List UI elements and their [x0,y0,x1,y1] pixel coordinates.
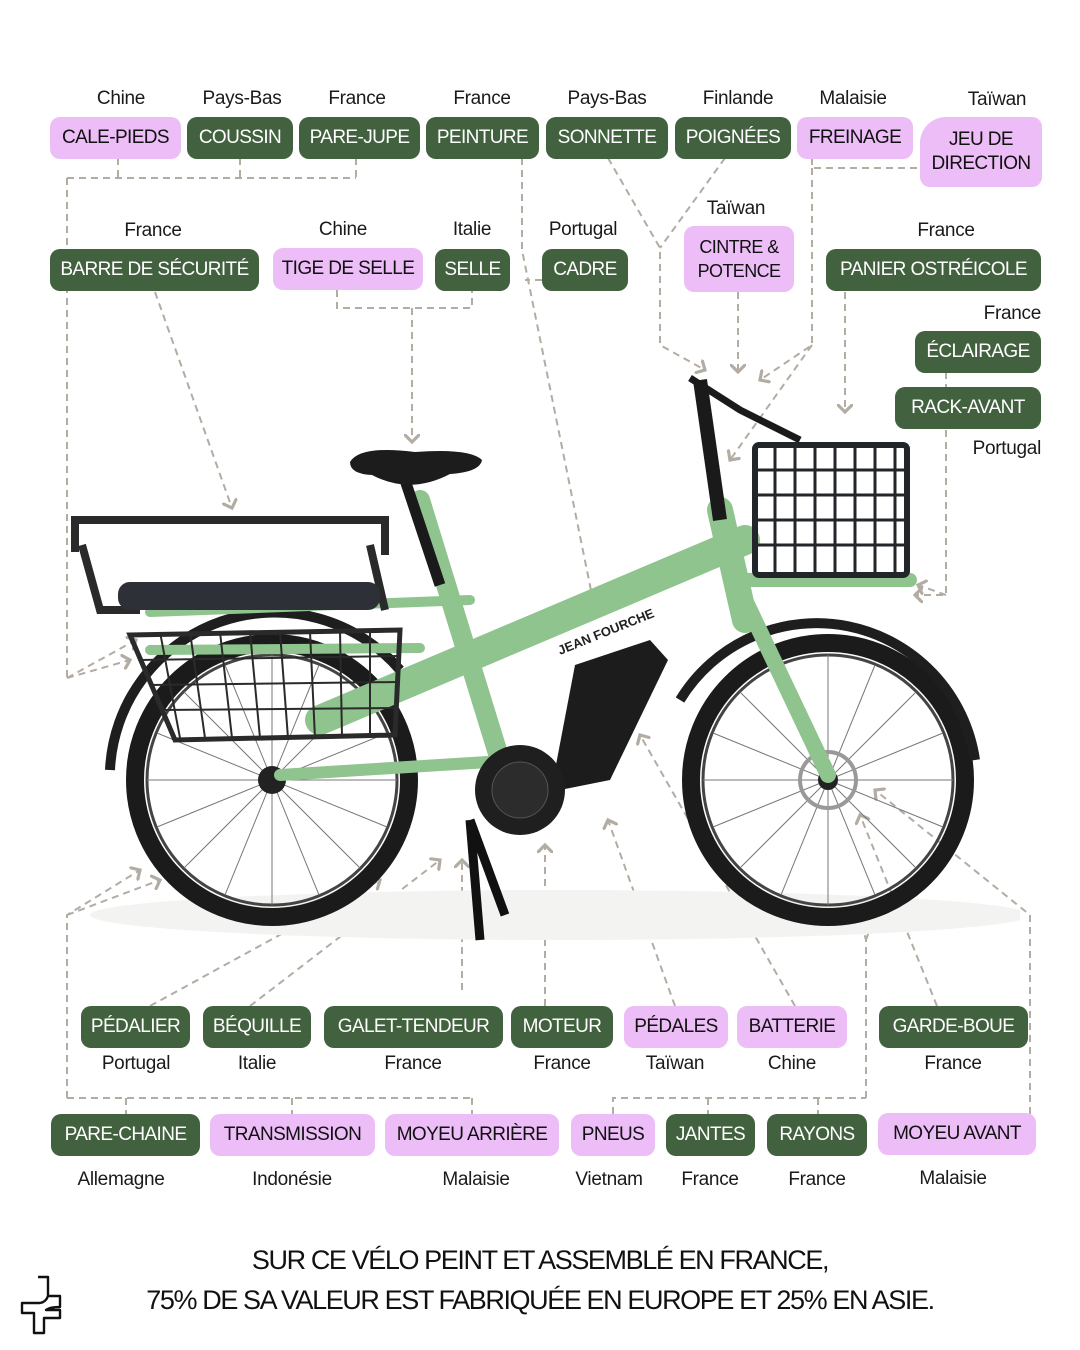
part-chip-pneus: PNEUS [571,1114,655,1156]
country-label: Malaisie [819,88,887,109]
country-label: France [917,220,975,241]
country-label: France [384,1053,442,1074]
country-label: Taïwan [706,198,766,219]
country-label: Indonésie [252,1169,332,1190]
part-chip-pare-jupe: PARE-JUPE [299,117,420,159]
part-chip-sonnette: SONNETTE [546,117,668,159]
country-label: Taïwan [645,1053,705,1074]
part-chip-panier-ostreicole: PANIER OSTRÉICOLE [826,249,1041,291]
part-chip-jeu-de-direction: JEU DE DIRECTION [920,117,1042,187]
part-chip-batterie: BATTERIE [737,1006,847,1048]
country-label: Italie [237,1053,277,1074]
part-chip-galet-tendeur: GALET-TENDEUR [324,1006,503,1048]
country-label: Chine [767,1053,817,1074]
country-label: Malaisie [442,1169,510,1190]
part-chip-selle: SELLE [435,249,510,291]
part-chip-tige-de-selle: TIGE DE SELLE [273,248,423,290]
country-label: France [124,220,182,241]
part-chip-coussin: COUSSIN [187,117,293,159]
part-chip-moyeu-avant: MOYEU AVANT [878,1113,1036,1155]
country-label: Malaisie [919,1168,987,1189]
country-label: Allemagne [77,1169,165,1190]
country-label: Chine [318,219,368,240]
caption-line-1: SUR CE VÉLO PEINT ET ASSEMBLÉ EN FRANCE, [251,1245,830,1275]
part-chip-eclairage: ÉCLAIRAGE [915,331,1041,373]
country-label: Pays-Bas [567,88,647,109]
part-chip-rack-avant: RACK-AVANT [895,387,1041,429]
country-label: Finlande [702,88,774,109]
part-chip-pare-chaine: PARE-CHAINE [51,1114,200,1156]
part-chip-cintre-potence: CINTRE & POTENCE [684,226,794,292]
country-label: Portugal [101,1053,171,1074]
part-chip-barre-de-securite: BARRE DE SÉCURITÉ [50,249,259,291]
part-chip-garde-boue: GARDE-BOUE [879,1006,1028,1048]
country-label: Portugal [548,219,618,240]
cross-logo-icon [20,1275,62,1335]
country-label: France [533,1053,591,1074]
country-label: Vietnam [575,1169,643,1190]
country-label: Italie [452,219,492,240]
country-label: Taïwan [967,89,1027,110]
country-label: France [983,303,1042,324]
country-label: Pays-Bas [202,88,282,109]
caption-line-2: 75% DE SA VALEUR EST FABRIQUÉE EN EUROPE… [146,1285,935,1315]
part-chip-poignees: POIGNÉES [675,117,791,159]
part-chip-transmission: TRANSMISSION [210,1114,375,1156]
part-chip-pedales: PÉDALES [624,1006,728,1048]
part-chip-rayons: RAYONS [767,1114,867,1156]
country-label: France [788,1169,846,1190]
part-chip-peinture: PEINTURE [426,117,539,159]
part-chip-jantes: JANTES [666,1114,755,1156]
country-label: Portugal [972,438,1042,459]
country-label: France [681,1169,739,1190]
part-chip-cadre: CADRE [542,249,628,291]
part-chip-cale-pieds: CALE-PIEDS [50,117,181,159]
part-chip-moteur: MOTEUR [511,1006,613,1048]
country-label: France [328,88,386,109]
part-chip-freinage: FREINAGE [797,117,913,159]
part-chip-pedalier: PÉDALIER [81,1006,190,1048]
part-chip-bequille: BÉQUILLE [203,1006,311,1048]
cargo-bike-image: JEAN FOURCHE [71,375,1020,941]
country-label: Chine [96,88,146,109]
part-chip-moyeu-arriere: MOYEU ARRIÈRE [385,1114,559,1156]
country-label: France [453,88,511,109]
country-label: France [924,1053,982,1074]
